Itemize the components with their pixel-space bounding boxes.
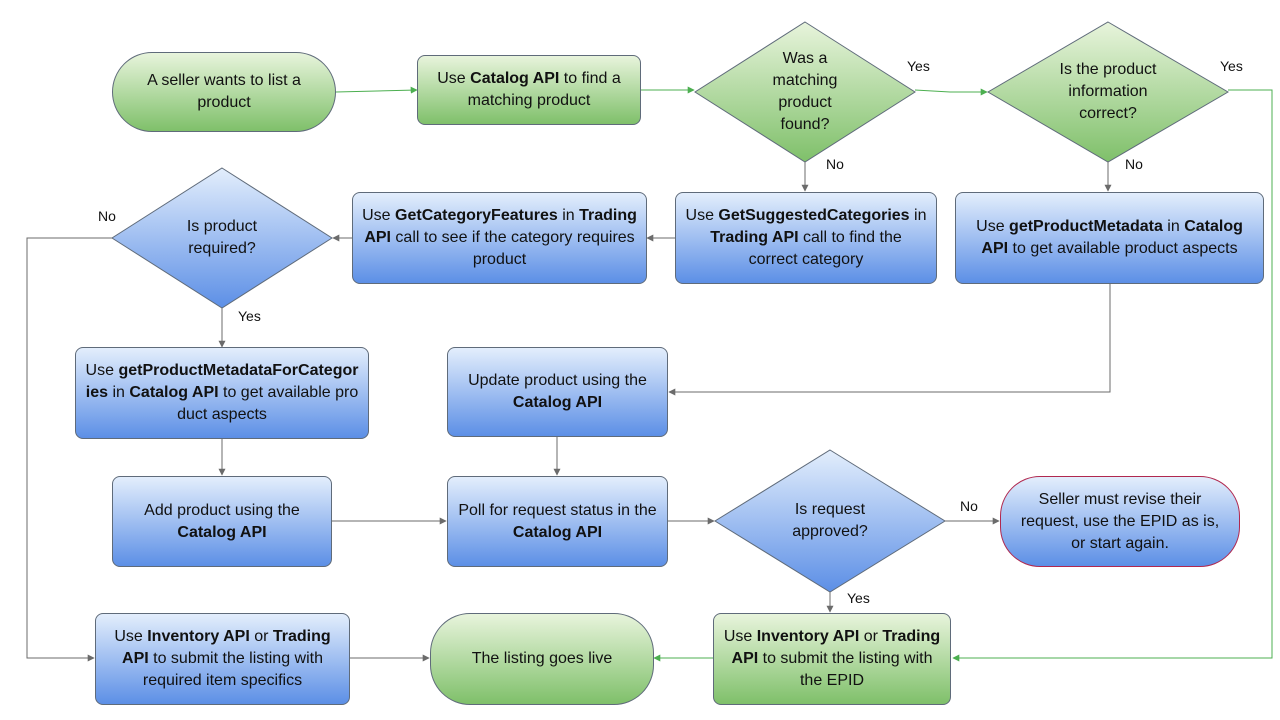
request-approved-label: Is request approved? xyxy=(792,501,868,540)
submit-epid-node: Use Inventory API or Trading API to subm… xyxy=(713,613,951,705)
info-correct-label: Is the product information correct? xyxy=(1059,61,1157,122)
edge-label-info-yes: Yes xyxy=(1220,58,1243,74)
metadata-for-categories-node: Use getProductMetadataForCategories in C… xyxy=(75,347,369,439)
seller-revise-node: Seller must revise their request, use th… xyxy=(1000,476,1240,567)
find-product-node: Use Catalog API to find a matching produ… xyxy=(417,55,641,125)
edge-label-match-no: No xyxy=(826,156,844,172)
submit-required-node: Use Inventory API or Trading API to subm… xyxy=(95,613,350,705)
start-text: A seller wants to list a product xyxy=(147,72,301,111)
poll-status-node: Poll for request status in the Catalog A… xyxy=(447,476,668,567)
update-product-node: Update product using the Catalog API xyxy=(447,347,668,437)
edge-label-match-yes: Yes xyxy=(907,58,930,74)
product-metadata-node: Use getProductMetadata in Catalog API to… xyxy=(955,192,1264,284)
listing-live-node: The listing goes live xyxy=(430,613,654,705)
category-features-node: Use GetCategoryFeatures in Trading API c… xyxy=(352,192,647,284)
edge-label-required-no: No xyxy=(98,208,116,224)
product-required-label: Is product required? xyxy=(186,218,258,257)
edge-label-info-no: No xyxy=(1125,156,1143,172)
match-found-label: Was a matching product found? xyxy=(772,50,838,133)
edge-label-approved-no: No xyxy=(960,498,978,514)
add-product-node: Add product using the Catalog API xyxy=(112,476,332,567)
edge-label-required-yes: Yes xyxy=(238,308,261,324)
suggested-categories-node: Use GetSuggestedCategories in Trading AP… xyxy=(675,192,937,284)
edge-label-approved-yes: Yes xyxy=(847,590,870,606)
start-node: A seller wants to list a product xyxy=(112,52,336,132)
